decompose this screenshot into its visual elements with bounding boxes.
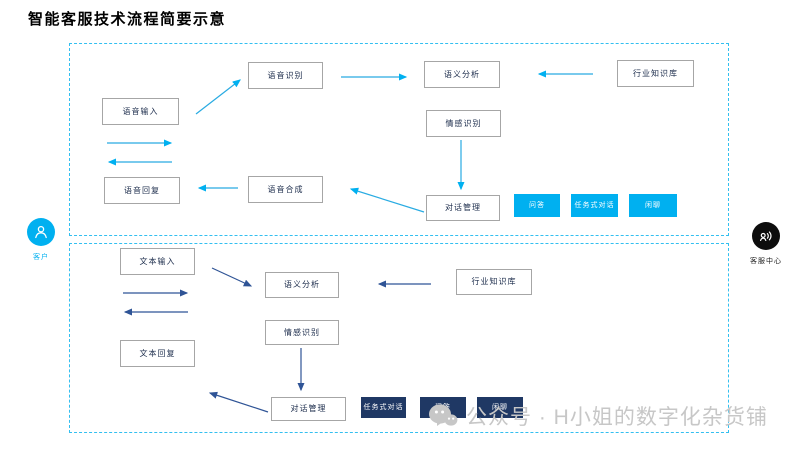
node-semantic-analysis-voice: 语义分析 xyxy=(424,61,500,88)
chip-chitchat-text: 闲聊 xyxy=(477,397,523,418)
chip-chitchat-voice: 闲聊 xyxy=(629,194,677,217)
agent-speaking-icon xyxy=(752,222,780,250)
service-center-actor-label: 客服中心 xyxy=(750,257,782,265)
customer-person-icon xyxy=(27,218,55,246)
chip-task-dialog-voice: 任务式对话 xyxy=(571,194,618,217)
text-flow-panel xyxy=(69,243,729,433)
node-voice-input: 语音输入 xyxy=(102,98,179,125)
node-industry-knowledge-base-voice: 行业知识库 xyxy=(617,60,694,87)
customer-actor: 客户 xyxy=(19,218,63,262)
node-dialog-management-voice: 对话管理 xyxy=(426,195,500,221)
node-speech-recognition: 语音识别 xyxy=(248,62,323,89)
page-title: 智能客服技术流程简要示意 xyxy=(28,10,227,28)
node-emotion-recognition-text: 情感识别 xyxy=(265,320,339,345)
node-voice-reply: 语音回复 xyxy=(104,177,180,204)
voice-flow-panel xyxy=(69,43,729,236)
node-text-reply: 文本回复 xyxy=(120,340,195,367)
chip-qa-voice: 问答 xyxy=(514,194,560,217)
node-semantic-analysis-text: 语义分析 xyxy=(265,272,339,298)
node-dialog-management-text: 对话管理 xyxy=(271,397,346,421)
node-emotion-recognition-voice: 情感识别 xyxy=(426,110,501,137)
chip-task-dialog-text: 任务式对话 xyxy=(361,397,406,418)
node-industry-knowledge-base-text: 行业知识库 xyxy=(456,269,532,295)
customer-actor-label: 客户 xyxy=(33,253,49,261)
node-text-input: 文本输入 xyxy=(120,248,195,275)
service-center-actor: 客服中心 xyxy=(744,222,788,266)
wechat-bubbles-icon xyxy=(428,402,458,430)
watermark-text: 公众号 · H小姐的数字化杂货铺 xyxy=(466,406,768,429)
watermark: 公众号 · H小姐的数字化杂货铺 xyxy=(428,401,768,431)
node-speech-synthesis: 语音合成 xyxy=(248,176,323,203)
